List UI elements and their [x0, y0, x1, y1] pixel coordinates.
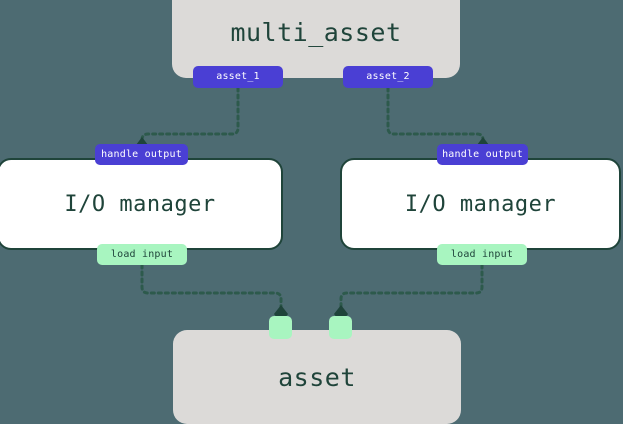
edge-load-input-right-to-asset-port-right: [334, 263, 484, 323]
port-badge-load-input-right-label: load input: [450, 248, 514, 260]
port-badge-load-input-left[interactable]: load input: [97, 244, 187, 265]
port-badge-load-input-right[interactable]: load input: [437, 244, 527, 265]
port-badge-asset-1[interactable]: asset_1: [193, 66, 283, 88]
node-multi-asset[interactable]: multi_asset: [172, 0, 460, 78]
port-badge-handle-output-left-label: handle output: [101, 148, 182, 160]
port-badge-load-input-left-label: load input: [110, 248, 174, 260]
port-badge-handle-output-right-label: handle output: [442, 148, 523, 160]
node-io-manager-right[interactable]: I/O manager: [340, 158, 621, 250]
port-badge-asset-1-label: asset_1: [216, 71, 260, 82]
edge-load-input-left-to-asset-port-left: [140, 263, 288, 323]
node-io-manager-left[interactable]: I/O manager: [0, 158, 283, 250]
port-badge-handle-output-right[interactable]: handle output: [437, 144, 528, 165]
node-asset[interactable]: asset: [173, 330, 461, 424]
node-asset-label: asset: [278, 362, 356, 392]
node-multi-asset-label: multi_asset: [230, 17, 402, 47]
port-badge-asset-input-right[interactable]: [329, 316, 352, 339]
port-badge-asset-2[interactable]: asset_2: [343, 66, 433, 88]
node-io-manager-left-label: I/O manager: [64, 191, 216, 217]
port-badge-asset-input-left[interactable]: [269, 316, 292, 339]
port-badge-asset-2-label: asset_2: [366, 71, 410, 82]
port-badge-handle-output-left[interactable]: handle output: [95, 144, 188, 165]
node-io-manager-right-label: I/O manager: [404, 191, 557, 217]
